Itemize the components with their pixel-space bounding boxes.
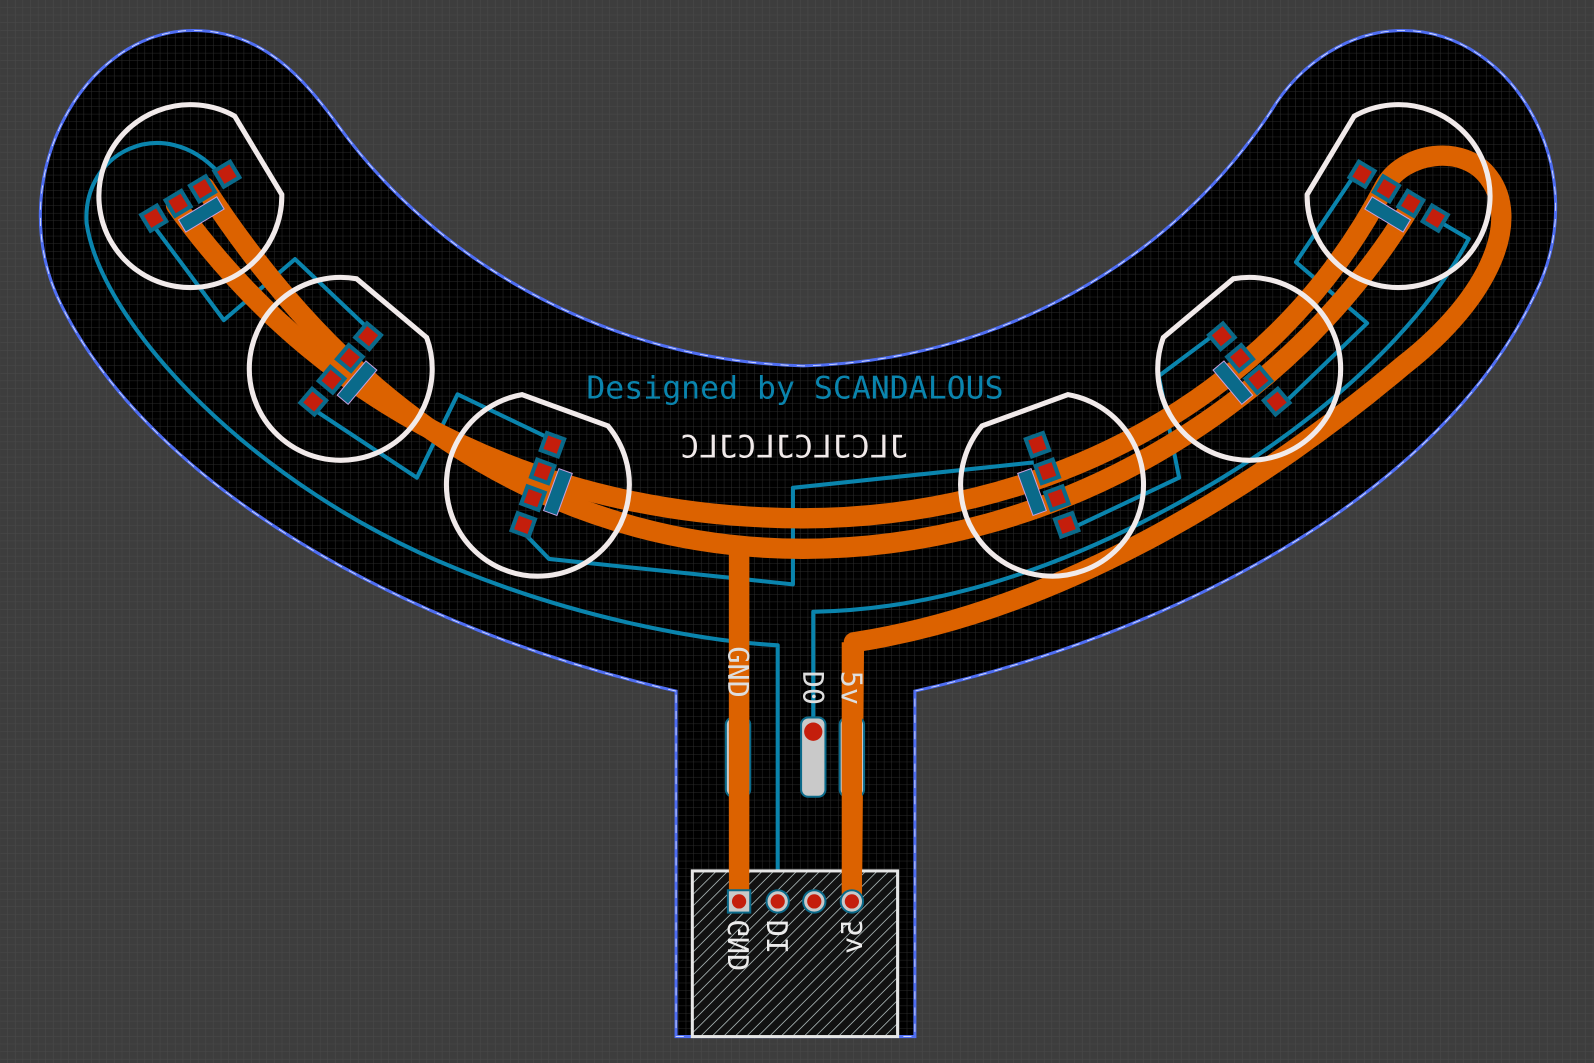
led-1[interactable] [65, 77, 306, 322]
led-2[interactable] [212, 249, 462, 497]
connector-label-gnd: GND [723, 920, 756, 971]
connector-label-5v: 5v [836, 920, 869, 954]
led-silkscreen-outline [96, 102, 285, 291]
led-pad[interactable] [1023, 430, 1052, 459]
connector-pin-nc[interactable] [802, 889, 827, 914]
led-3[interactable] [421, 379, 651, 602]
led-pad[interactable] [518, 483, 548, 513]
led-pad[interactable] [1346, 158, 1378, 190]
led-capacitor-pad [1364, 196, 1412, 233]
order-mark-text: JLCJLCJLCJLC [680, 429, 908, 465]
trace-do[interactable] [811, 219, 1471, 732]
credit-text: Designed by SCANDALOUS [586, 370, 1003, 406]
led-pad[interactable] [508, 510, 538, 540]
led-silkscreen-outline [246, 274, 435, 463]
header-label-d0: D0 [796, 671, 829, 705]
trace-di[interactable] [84, 141, 780, 902]
led-capacitor-pad [542, 467, 573, 517]
led-pad[interactable] [1032, 457, 1062, 486]
board-outline[interactable] [38, 28, 1558, 1039]
header-label-5v: 5v [835, 671, 868, 705]
led-silkscreen-outline [443, 392, 632, 579]
led-pad[interactable] [1395, 188, 1427, 219]
led-silkscreen-outline [958, 392, 1147, 579]
led-pad[interactable] [138, 202, 170, 234]
led-silkscreen-outline [1304, 102, 1493, 291]
led-pad[interactable] [1206, 320, 1238, 352]
led-capacitor-pad [1212, 360, 1254, 406]
header-label-gnd: GND [721, 646, 754, 697]
led-pad[interactable] [1224, 342, 1256, 374]
led-pad[interactable] [162, 188, 194, 219]
led-5[interactable] [1128, 249, 1378, 497]
connector-label-di: DI [762, 920, 795, 954]
connector-pin-5v[interactable] [839, 889, 865, 914]
bottom-copper-traces [84, 141, 1471, 902]
connector-pin-di[interactable] [765, 889, 790, 914]
led-pad[interactable] [528, 457, 558, 486]
led-footprints [65, 77, 1525, 602]
led-pad[interactable] [352, 320, 384, 352]
trace-5v[interactable] [841, 145, 1512, 912]
led-capacitor-pad [336, 360, 378, 406]
header-pad-d0[interactable] [800, 716, 827, 798]
led-pad[interactable] [1042, 483, 1072, 513]
trace-led5-led6[interactable] [1279, 168, 1370, 408]
led-pad[interactable] [297, 385, 330, 418]
led-capacitor-pad [1017, 467, 1048, 517]
led-6[interactable] [1284, 77, 1525, 322]
led-silkscreen-outline [1155, 274, 1344, 463]
led-pad[interactable] [1371, 173, 1402, 205]
led-pad[interactable] [538, 430, 567, 459]
connector[interactable] [690, 553, 900, 1039]
led-capacitor-pad [177, 196, 225, 233]
led-4[interactable] [939, 379, 1169, 602]
trace-led3-led4[interactable] [519, 460, 1035, 587]
led-pad[interactable] [1052, 510, 1082, 540]
led-pad[interactable] [1242, 364, 1275, 396]
led-pad[interactable] [315, 364, 348, 396]
led-pad[interactable] [334, 342, 366, 374]
led-pad[interactable] [187, 173, 218, 205]
led-pad[interactable] [1260, 385, 1293, 418]
led-pad[interactable] [211, 158, 243, 190]
led-pad[interactable] [1419, 202, 1451, 234]
